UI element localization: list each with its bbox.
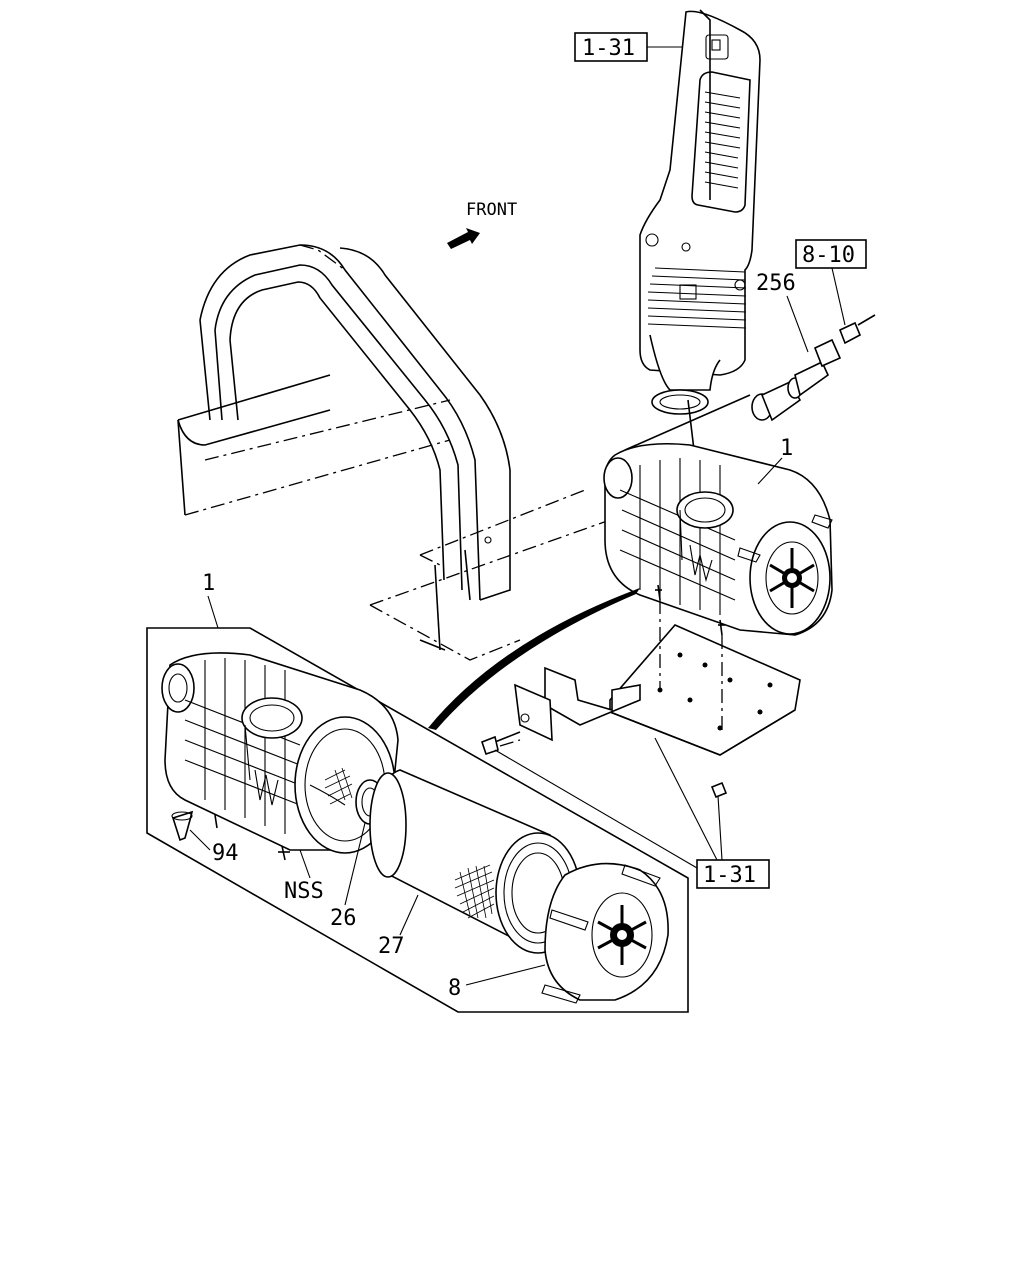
- air-intake-duct: [639, 9, 761, 501]
- restriction-indicator-assembly: [624, 314, 876, 451]
- mounting-bracket: [480, 600, 801, 799]
- label-256: 256: [756, 271, 796, 296]
- label-1-lower: 1: [202, 571, 215, 596]
- svg-text:1-31: 1-31: [582, 36, 635, 61]
- label-27: 27: [378, 934, 405, 959]
- exploded-view: [146, 627, 689, 1013]
- front-label: FRONT: [466, 200, 517, 220]
- reference-box-bottom: 1-31: [494, 737, 770, 889]
- reference-box-top: 1-31: [574, 32, 682, 62]
- label-8: 8: [448, 976, 461, 1001]
- svg-text:1-31: 1-31: [703, 863, 756, 888]
- part-labels: 256 1 1 94 NSS 26 27 8: [189, 271, 809, 1001]
- label-nss: NSS: [284, 879, 324, 904]
- label-1-upper: 1: [780, 436, 793, 461]
- chassis-frame: [177, 244, 611, 661]
- air-cleaner-installed: [603, 442, 833, 636]
- reference-box-right-top: 8-10: [795, 239, 867, 326]
- label-94: 94: [212, 841, 239, 866]
- front-arrow-icon: [447, 228, 480, 249]
- label-26: 26: [330, 906, 357, 931]
- svg-text:8-10: 8-10: [802, 243, 855, 268]
- front-indicator: FRONT: [447, 200, 517, 249]
